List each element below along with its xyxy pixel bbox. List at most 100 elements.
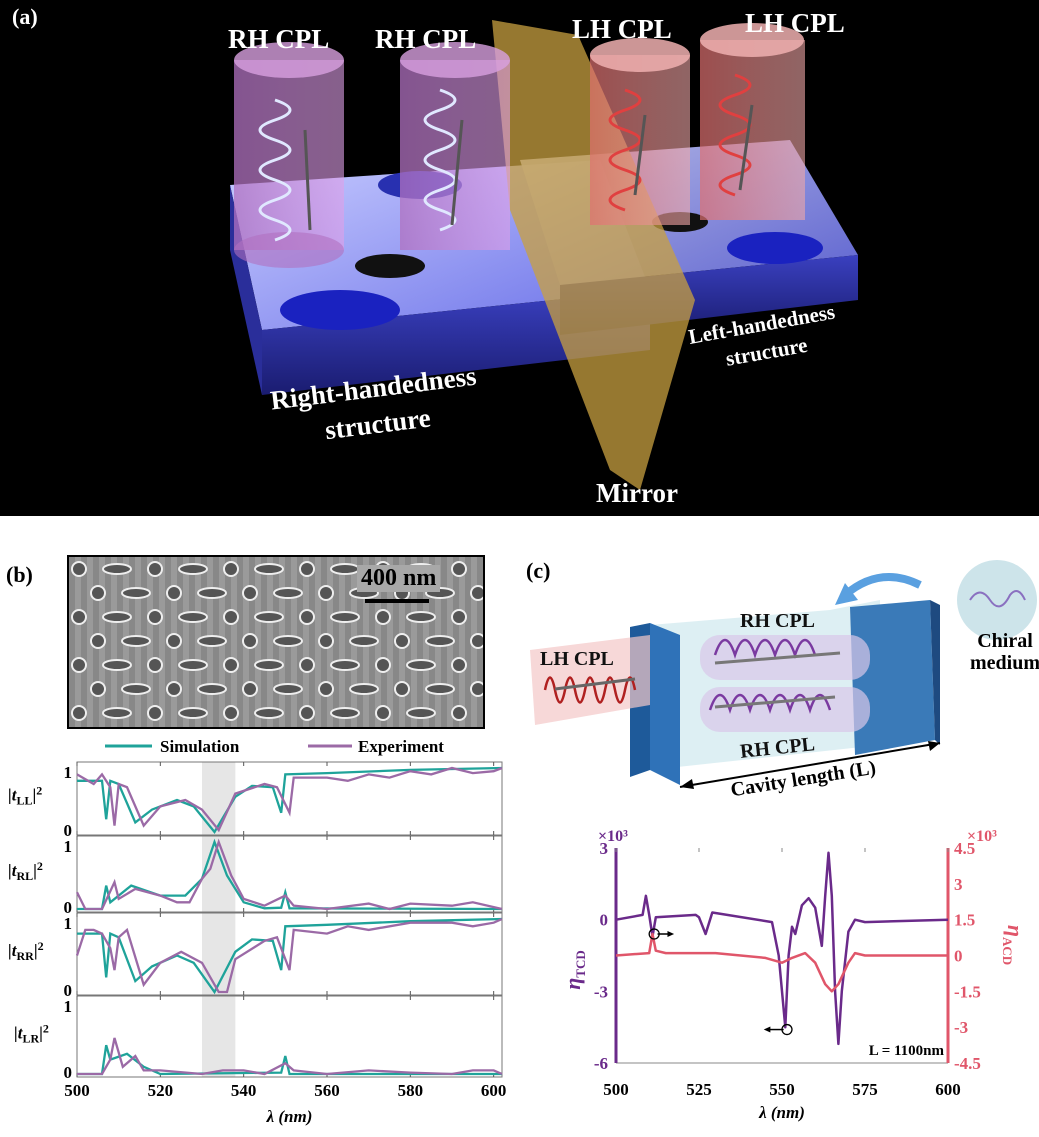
- sem-hole: [71, 705, 87, 721]
- sem-hole: [330, 659, 360, 671]
- y-tick-label-right: 0: [954, 947, 963, 966]
- chiral-medium-icon: [957, 560, 1037, 640]
- sem-hole: [223, 561, 239, 577]
- sem-hole: [406, 659, 436, 671]
- scale-bar: [365, 599, 429, 603]
- multiplier-right: ×10³: [967, 828, 997, 845]
- sem-hole: [242, 633, 258, 649]
- y-tick-label: 1: [64, 914, 73, 933]
- sem-hole: [223, 705, 239, 721]
- y-tick-label-left: -6: [594, 1054, 608, 1073]
- sem-hole: [406, 611, 436, 623]
- sem-hole: [273, 587, 303, 599]
- y-tick-label: 1: [64, 837, 73, 856]
- y-axis-label-right: ηACD: [1000, 925, 1028, 965]
- x-tick-label: 580: [398, 1081, 424, 1100]
- x-tick-label: 600: [935, 1080, 961, 1099]
- y-tick-label-left: 0: [600, 911, 609, 930]
- x-tick-label: 540: [231, 1081, 257, 1100]
- beam-lh-2: [700, 23, 805, 220]
- right-metasurface: [850, 600, 935, 755]
- sem-hole: [71, 561, 87, 577]
- sem-hole: [299, 705, 315, 721]
- sem-hole: [197, 683, 227, 695]
- y-tick-label-right: 4.5: [954, 839, 975, 858]
- series-simulation-line: [77, 766, 503, 835]
- series-experiment-line: [75, 917, 503, 994]
- y-tick-label-right: -3: [954, 1018, 968, 1037]
- sem-hole: [375, 609, 391, 625]
- beam-label-rh-1: RH CPL: [228, 24, 330, 54]
- sem-hole: [121, 587, 151, 599]
- panel-c-label: (c): [526, 558, 551, 583]
- legend-simulation-label: Simulation: [160, 737, 240, 756]
- series-experiment-line: [77, 1037, 503, 1076]
- x-tick-label: 560: [314, 1081, 340, 1100]
- series-tcd-line: [615, 851, 949, 1046]
- sem-hole: [71, 657, 87, 673]
- series-experiment-line: [76, 766, 503, 833]
- sem-hole: [166, 633, 182, 649]
- sem-hole: [197, 635, 227, 647]
- sem-hole: [242, 585, 258, 601]
- sem-hole: [90, 633, 106, 649]
- y-tick-label-right: 3: [954, 875, 963, 894]
- subplot-frame: [76, 835, 503, 913]
- sem-hole: [102, 659, 132, 671]
- sem-hole: [394, 633, 410, 649]
- sem-hole: [242, 681, 258, 697]
- sem-hole: [451, 609, 467, 625]
- sem-hole: [299, 657, 315, 673]
- sem-hole: [451, 561, 467, 577]
- mirror-label: Mirror: [596, 478, 678, 508]
- y-tick-label: 0: [64, 821, 73, 840]
- chiral-medium-line1: Chiral: [977, 630, 1033, 652]
- sem-hole: [178, 611, 208, 623]
- sem-hole: [178, 707, 208, 719]
- sem-hole: [299, 609, 315, 625]
- sem-hole: [121, 635, 151, 647]
- shaded-band: [202, 762, 236, 1077]
- sem-hole: [254, 611, 284, 623]
- series-experiment-line: [75, 838, 503, 911]
- x-axis-label: λ (nm): [266, 1107, 313, 1126]
- metasurface-illustration: [230, 20, 858, 490]
- sem-hole: [178, 563, 208, 575]
- x-tick-label: 600: [481, 1081, 507, 1100]
- x-tick-label: 575: [852, 1080, 878, 1099]
- sem-hole: [451, 657, 467, 673]
- beam-lh-1: [590, 38, 690, 225]
- y-axis-label: |tRL|2: [8, 859, 43, 883]
- sem-hole: [223, 657, 239, 673]
- y-tick-label-left: -3: [594, 982, 608, 1001]
- sem-hole: [318, 681, 334, 697]
- sem-hole: [166, 681, 182, 697]
- sem-hole: [273, 635, 303, 647]
- panel-a: (a) RH CPL RH CPL LH CPL LH CPL Right-ha…: [0, 0, 1039, 516]
- y-axis-label: |tLR|2: [14, 1022, 49, 1046]
- subplot-frame: [76, 761, 503, 836]
- sem-hole: [223, 609, 239, 625]
- y-tick-label-right: 1.5: [954, 911, 975, 930]
- sem-hole: [425, 683, 455, 695]
- sem-hole: [375, 657, 391, 673]
- length-annotation: L = 1100nm: [869, 1043, 945, 1059]
- y-tick-label-left: 3: [600, 839, 609, 858]
- sem-hole: [71, 609, 87, 625]
- chiral-medium-label: Chiral medium: [970, 630, 1039, 674]
- sem-hole: [349, 635, 379, 647]
- sem-hole: [90, 585, 106, 601]
- y-tick-label: 1: [64, 763, 73, 782]
- sem-hole: [318, 633, 334, 649]
- arrow-left-head: [763, 1026, 771, 1033]
- sem-hole: [318, 585, 334, 601]
- series-simulation-line: [77, 1044, 502, 1076]
- sem-pattern: [71, 561, 483, 721]
- series-acd-line: [615, 932, 948, 993]
- sem-image: 400 nm: [67, 555, 485, 729]
- legend-experiment-label: Experiment: [358, 737, 444, 756]
- series-simulation-line: [77, 917, 503, 995]
- beam-label-rh-2: RH CPL: [375, 24, 477, 54]
